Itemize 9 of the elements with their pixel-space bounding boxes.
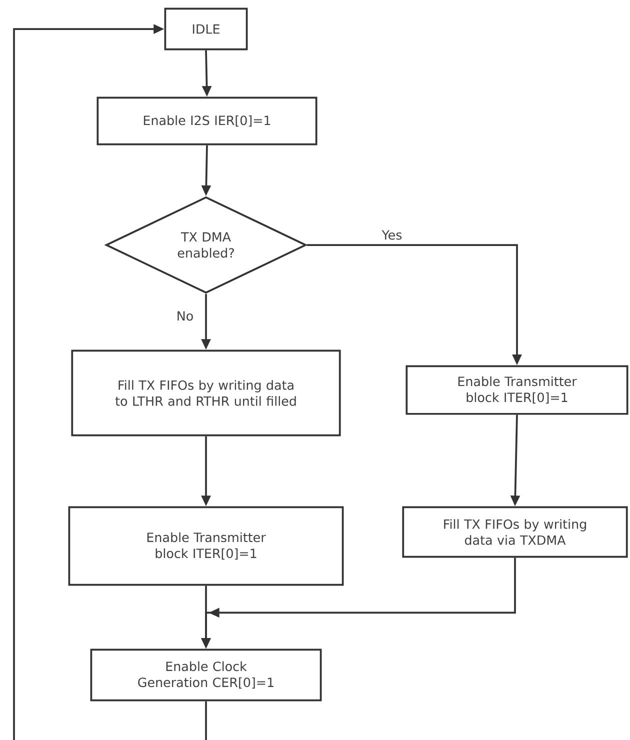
process-box: Fill TX FIFOs by writing data via TXDMA (402, 506, 628, 558)
process-box: Enable Clock Generation CER[0]=1 (90, 648, 322, 702)
edge-label: Yes (380, 228, 404, 242)
process-box: Fill TX FIFOs by writing data to LTHR and RTHR until filled (71, 350, 341, 436)
process-box: Enable Transmitter block ITER[0]=1 (406, 365, 628, 415)
edge-label: No (175, 310, 195, 322)
process-box: Enable I2S IER[0]=1 (96, 96, 318, 146)
process-box: Enable Transmitter block ITER[0]=1 (68, 506, 344, 586)
process-box: IDLE (164, 8, 248, 50)
